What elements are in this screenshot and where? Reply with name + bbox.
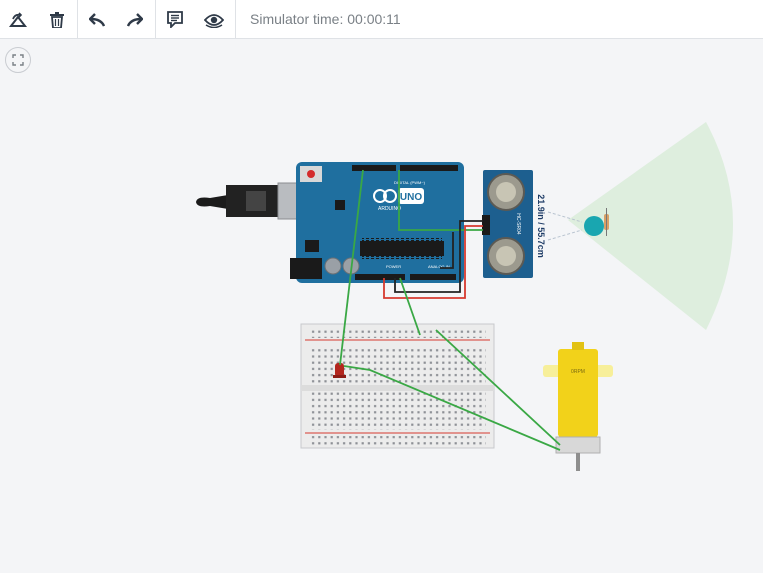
dc-motor[interactable]: 0RPM: [543, 342, 613, 471]
undo-button[interactable]: [78, 0, 116, 39]
arduino-analog-label: ANALOG IN: [428, 264, 450, 269]
arduino-power-label: POWER: [386, 264, 401, 269]
ultrasonic-model-label: HC-SR04: [515, 213, 521, 235]
ultrasonic-detection-cone: [568, 122, 733, 330]
simulator-time: Simulator time: 00:00:11: [250, 11, 401, 27]
eye-icon: [204, 12, 224, 28]
arduino-digital-label: DIGITAL (PWM~): [394, 180, 426, 185]
arduino-brand-label: ARDUINO: [378, 206, 401, 212]
fit-to-view-button[interactable]: [5, 47, 31, 73]
arduino-model-label: UNO: [400, 192, 422, 203]
motor-speed-label: 0RPM: [571, 369, 585, 375]
wires: [339, 169, 561, 451]
notes-button[interactable]: [156, 0, 194, 39]
fit-to-view-icon: [12, 54, 24, 66]
toolbar-divider: [77, 0, 78, 39]
visibility-button[interactable]: [195, 0, 233, 39]
rotate-icon: [9, 11, 29, 28]
redo-button[interactable]: [116, 0, 154, 39]
toolbar-divider: [155, 0, 156, 39]
trash-icon: [50, 11, 64, 28]
ultrasonic-reading: 21.9in / 55.7cm: [536, 194, 546, 258]
toolbar: Simulator time: 00:00:11: [0, 0, 763, 39]
circuit-canvas[interactable]: UNO ARDUINO DIGITAL (PWM~) POWER ANALOG …: [0, 40, 763, 573]
usb-plug: [196, 182, 301, 220]
rotate-button[interactable]: [0, 0, 38, 39]
ultrasonic-sensor[interactable]: HC-SR04: [482, 170, 533, 278]
led[interactable]: [333, 363, 346, 378]
toolbar-divider: [235, 0, 236, 39]
target-object[interactable]: [547, 208, 609, 241]
redo-icon: [127, 12, 143, 27]
undo-icon: [89, 12, 105, 27]
breadboard[interactable]: [300, 323, 495, 449]
arduino-uno-board[interactable]: UNO ARDUINO DIGITAL (PWM~) POWER ANALOG …: [290, 162, 464, 283]
notes-icon: [167, 11, 183, 28]
delete-button[interactable]: [38, 0, 76, 39]
